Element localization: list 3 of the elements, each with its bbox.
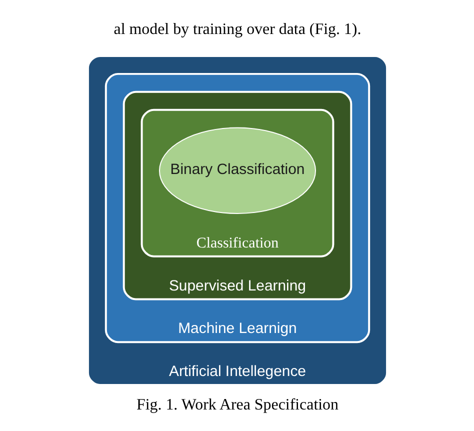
caption: Fig. 1. Work Area Specification (136, 396, 338, 414)
label: al model by training over data (Fig. 1). (113, 20, 361, 38)
node-ellipse: Binary Classification (158, 127, 316, 214)
